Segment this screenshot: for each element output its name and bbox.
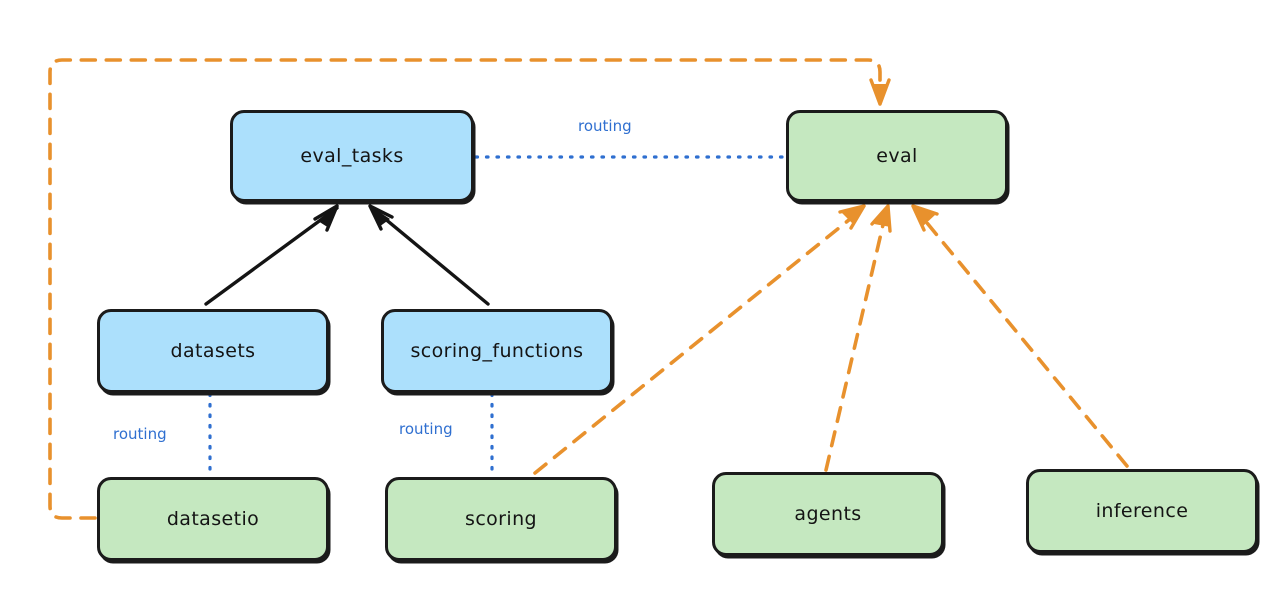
node-scoring[interactable]: scoring xyxy=(385,477,617,561)
edge-datasets-to-eval-tasks xyxy=(204,204,339,306)
node-datasetio[interactable]: datasetio xyxy=(97,477,329,561)
edge-inference-to-eval-dependency xyxy=(911,204,1129,468)
node-label-inference: inference xyxy=(1095,500,1189,522)
edge-datasetio-to-eval-dependency xyxy=(48,58,891,520)
node-label-scoring-functions: scoring_functions xyxy=(410,340,584,362)
node-label-scoring: scoring xyxy=(465,508,537,530)
edge-scoring-to-eval-dependency xyxy=(533,204,866,475)
node-inference[interactable]: inference xyxy=(1026,469,1258,553)
edge-scoring-functions-to-eval-tasks xyxy=(368,204,490,306)
node-datasets[interactable]: datasets xyxy=(97,309,329,393)
node-eval-tasks[interactable]: eval_tasks xyxy=(230,110,474,202)
node-eval[interactable]: eval xyxy=(786,110,1008,202)
node-label-eval: eval xyxy=(876,145,918,167)
node-label-datasetio: datasetio xyxy=(166,508,260,530)
node-label-eval-tasks: eval_tasks xyxy=(300,145,404,167)
node-label-datasets: datasets xyxy=(170,340,256,362)
edge-label-routing-scoring-functions-scoring: routing xyxy=(399,420,453,438)
node-label-agents: agents xyxy=(794,503,862,525)
edge-label-routing-datasets-datasetio: routing xyxy=(113,425,167,443)
node-scoring-functions[interactable]: scoring_functions xyxy=(381,309,613,393)
node-agents[interactable]: agents xyxy=(712,472,944,556)
edge-agents-to-eval-dependency xyxy=(824,204,892,472)
edge-label-routing-eval-tasks-eval: routing xyxy=(578,117,632,135)
